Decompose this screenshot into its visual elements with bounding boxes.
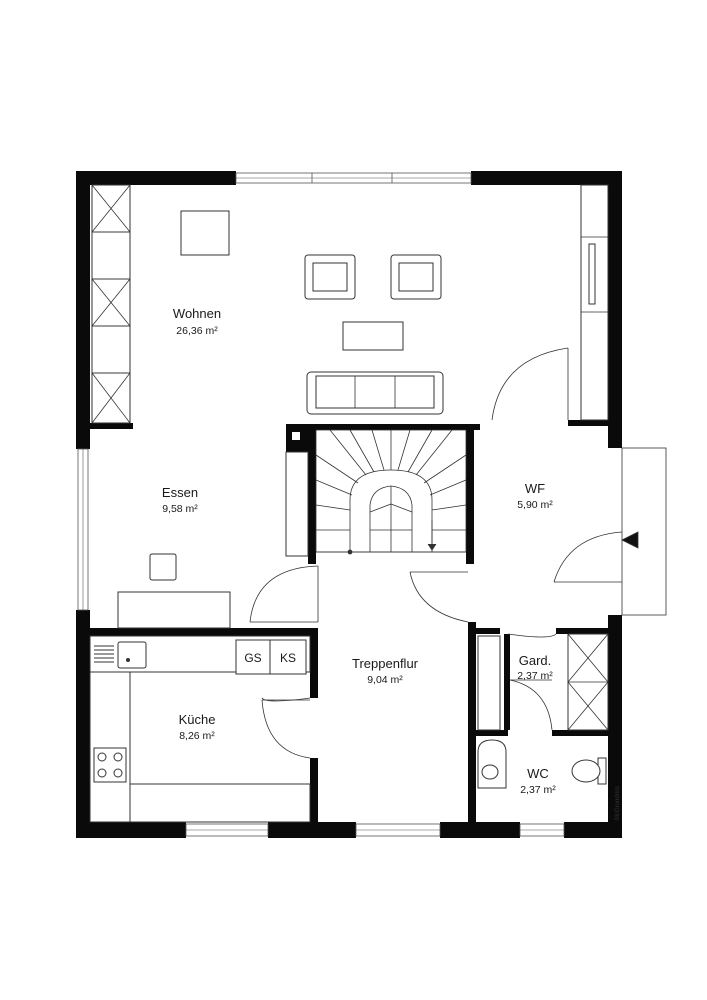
wc-basin (477, 739, 507, 789)
room-labels: Wohnen 26,36 m² Essen 9,58 m² WF 5,90 m²… (162, 306, 556, 796)
room-area-gard: 2,37 m² (517, 670, 553, 682)
kitchen-furniture: GS KS (89, 635, 311, 823)
sofa (306, 371, 444, 415)
room-name-wohnen: Wohnen (173, 306, 221, 321)
staircase (315, 429, 467, 555)
living-room-furniture (91, 184, 609, 424)
room-name-kueche: Küche (179, 712, 216, 727)
side-table (180, 210, 230, 256)
fridge-box (269, 639, 307, 675)
dining-furniture (117, 451, 309, 629)
doors (249, 347, 667, 759)
room-name-wf: WF (525, 481, 545, 496)
room-name-wc: WC (527, 766, 549, 781)
dishwasher-label: GS (244, 651, 261, 665)
room-name-essen: Essen (162, 485, 198, 500)
sink (94, 641, 147, 669)
armchair-left (304, 254, 356, 300)
room-area-essen: 9,58 m² (162, 503, 198, 515)
room-area-wf: 5,90 m² (517, 499, 553, 511)
room-name-gard: Gard. (519, 653, 552, 668)
armchair-right (390, 254, 442, 300)
room-area-treppenflur: 9,04 m² (367, 674, 403, 686)
coffee-table (342, 321, 404, 351)
outer-walls (76, 171, 622, 838)
room-name-treppenflur: Treppenflur (352, 656, 419, 671)
room-area-kueche: 8,26 m² (179, 730, 215, 742)
fridge-label: KS (280, 651, 296, 665)
tv (588, 243, 596, 305)
stove (93, 747, 127, 783)
toilet (571, 757, 607, 785)
windows (77, 172, 565, 837)
garderobe-wc-furniture (477, 633, 609, 789)
room-area-wc: 2,37 m² (520, 784, 556, 796)
watermark: McGrundriss (615, 786, 621, 820)
room-area-wohnen: 26,36 m² (176, 325, 218, 337)
